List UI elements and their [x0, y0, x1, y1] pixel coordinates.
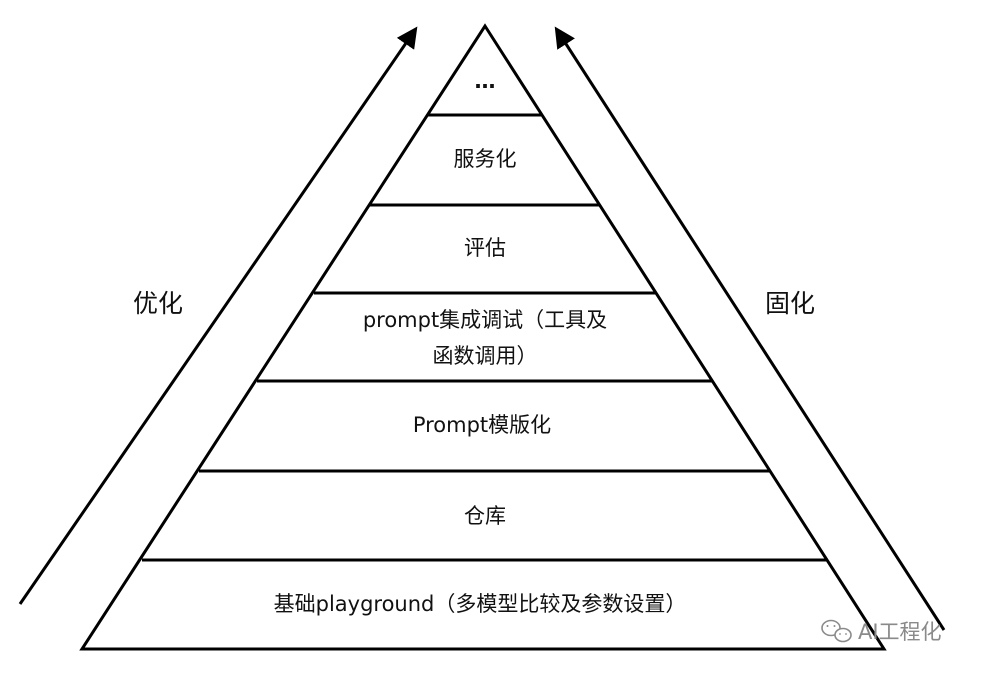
layer-label-integration-line2: 函数调用） — [433, 344, 538, 368]
layer-label-templating: Prompt模版化 — [413, 413, 551, 437]
pyramid-outline — [79, 23, 887, 651]
layer-label-repository: 仓库 — [464, 504, 506, 528]
layer-label-evaluation: 评估 — [464, 236, 506, 260]
layer-label-playground: 基础playground（多模型比较及参数设置） — [274, 592, 687, 616]
right-arrow-label: 固化 — [765, 289, 815, 318]
layer-dividers — [142, 113, 828, 562]
wechat-icon — [821, 619, 852, 643]
layer-label-top-ellipsis: … — [475, 69, 496, 93]
watermark-text: AI工程化 — [858, 620, 942, 644]
left-arrow — [18, 26, 418, 605]
layer-label-service: 服务化 — [454, 147, 517, 171]
watermark: AI工程化 — [821, 619, 942, 644]
layer-label-integration-line1: prompt集成调试（工具及 — [363, 308, 607, 332]
right-arrow — [554, 26, 946, 631]
left-arrow-label: 优化 — [133, 289, 183, 318]
